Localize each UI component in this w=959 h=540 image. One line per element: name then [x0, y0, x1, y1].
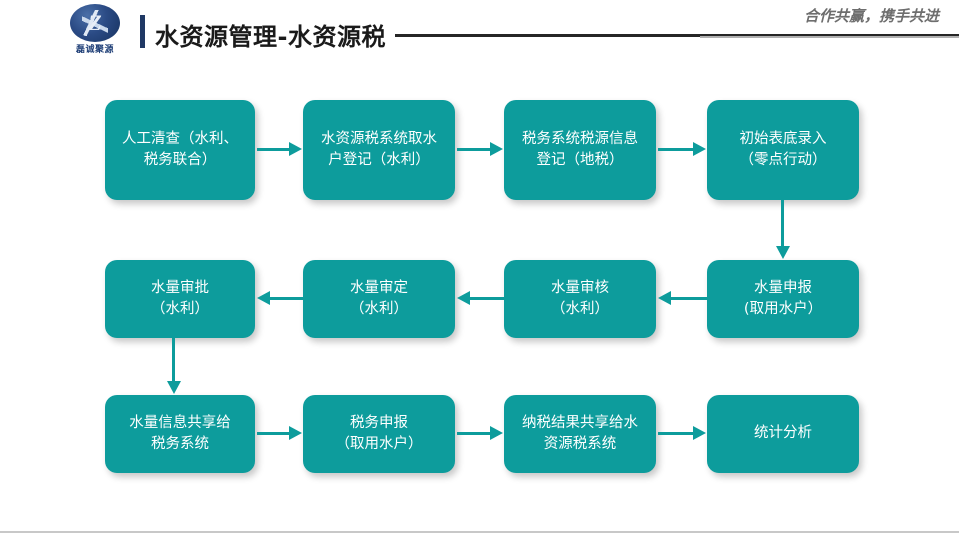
flow-node-n7[interactable]: 水量审定 （水利） [303, 260, 455, 338]
flow-node-n9[interactable]: 水量信息共享给 税务系统 [105, 395, 255, 473]
flow-arrowhead-c9 [289, 426, 302, 440]
footer-divider [0, 531, 959, 533]
flow-connector-c7 [270, 297, 303, 300]
flow-arrowhead-c11 [693, 426, 706, 440]
flow-connector-c4 [781, 200, 784, 248]
title-horizontal-rule [395, 34, 959, 37]
flow-node-label: 水量申报 (取用水户） [743, 279, 823, 317]
flow-node-n6[interactable]: 水量审核 （水利） [504, 260, 656, 338]
flow-node-label: 税务申报 （取用水户） [335, 414, 423, 452]
flow-node-n11[interactable]: 纳税结果共享给水 资源税系统 [504, 395, 656, 473]
flow-node-label: 人工清查（水利、 税务联合） [122, 130, 238, 168]
flow-node-n4[interactable]: 初始表底录入 （零点行动） [707, 100, 859, 200]
flow-node-label: 水资源税系统取水 户登记（水利） [321, 130, 437, 168]
flow-arrowhead-c2 [490, 142, 503, 156]
flow-node-n10[interactable]: 税务申报 （取用水户） [303, 395, 455, 473]
flow-arrowhead-c5 [658, 291, 671, 305]
circular-emblem-logo-icon [70, 4, 120, 42]
flow-connector-c5 [671, 297, 707, 300]
flow-arrowhead-c6 [457, 291, 470, 305]
flow-arrowhead-c3 [693, 142, 706, 156]
flow-node-label: 水量审定 （水利） [350, 279, 408, 317]
logo-company-name: 磊诚聚源 [75, 45, 114, 55]
flow-node-label: 水量审批 （水利） [151, 279, 209, 317]
flow-connector-c10 [457, 432, 491, 435]
flow-arrowhead-c7 [257, 291, 270, 305]
flow-connector-c11 [658, 432, 694, 435]
flow-arrowhead-c10 [490, 426, 503, 440]
flow-node-n12[interactable]: 统计分析 [707, 395, 859, 473]
flow-node-n1[interactable]: 人工清查（水利、 税务联合） [105, 100, 255, 200]
flow-connector-c3 [658, 148, 694, 151]
page-header: 磊诚聚源 水资源管理-水资源税 合作共赢，携手共进 [0, 0, 959, 62]
page-title: 水资源管理-水资源税 [155, 23, 386, 51]
flow-node-label: 统计分析 [754, 425, 812, 442]
flow-connector-c2 [457, 148, 491, 151]
flow-arrowhead-c8 [167, 381, 181, 394]
flow-connector-c6 [470, 297, 504, 300]
tagline-underline-rule [700, 36, 959, 38]
flow-connector-c1 [257, 148, 290, 151]
flow-node-n5[interactable]: 水量申报 (取用水户） [707, 260, 859, 338]
flowchart-canvas: 人工清查（水利、 税务联合） 水资源税系统取水 户登记（水利） 税务系统税源信息… [0, 62, 959, 517]
flow-node-label: 初始表底录入 （零点行动） [739, 130, 827, 168]
flow-node-label: 纳税结果共享给水 资源税系统 [522, 414, 638, 452]
flow-node-label: 水量信息共享给 税务系统 [129, 414, 231, 452]
flow-node-n3[interactable]: 税务系统税源信息 登记（地税） [504, 100, 656, 200]
header-tagline: 合作共赢，携手共进 [803, 7, 939, 25]
flow-node-n2[interactable]: 水资源税系统取水 户登记（水利） [303, 100, 455, 200]
title-accent-bar [140, 15, 145, 48]
flow-connector-c8 [172, 338, 175, 383]
flow-node-label: 税务系统税源信息 登记（地税） [522, 130, 638, 168]
company-logo: 磊诚聚源 [52, 4, 138, 56]
flow-node-n8[interactable]: 水量审批 （水利） [105, 260, 255, 338]
flow-arrowhead-c4 [776, 246, 790, 259]
flow-connector-c9 [257, 432, 290, 435]
flow-arrowhead-c1 [289, 142, 302, 156]
flow-node-label: 水量审核 （水利） [551, 279, 609, 317]
